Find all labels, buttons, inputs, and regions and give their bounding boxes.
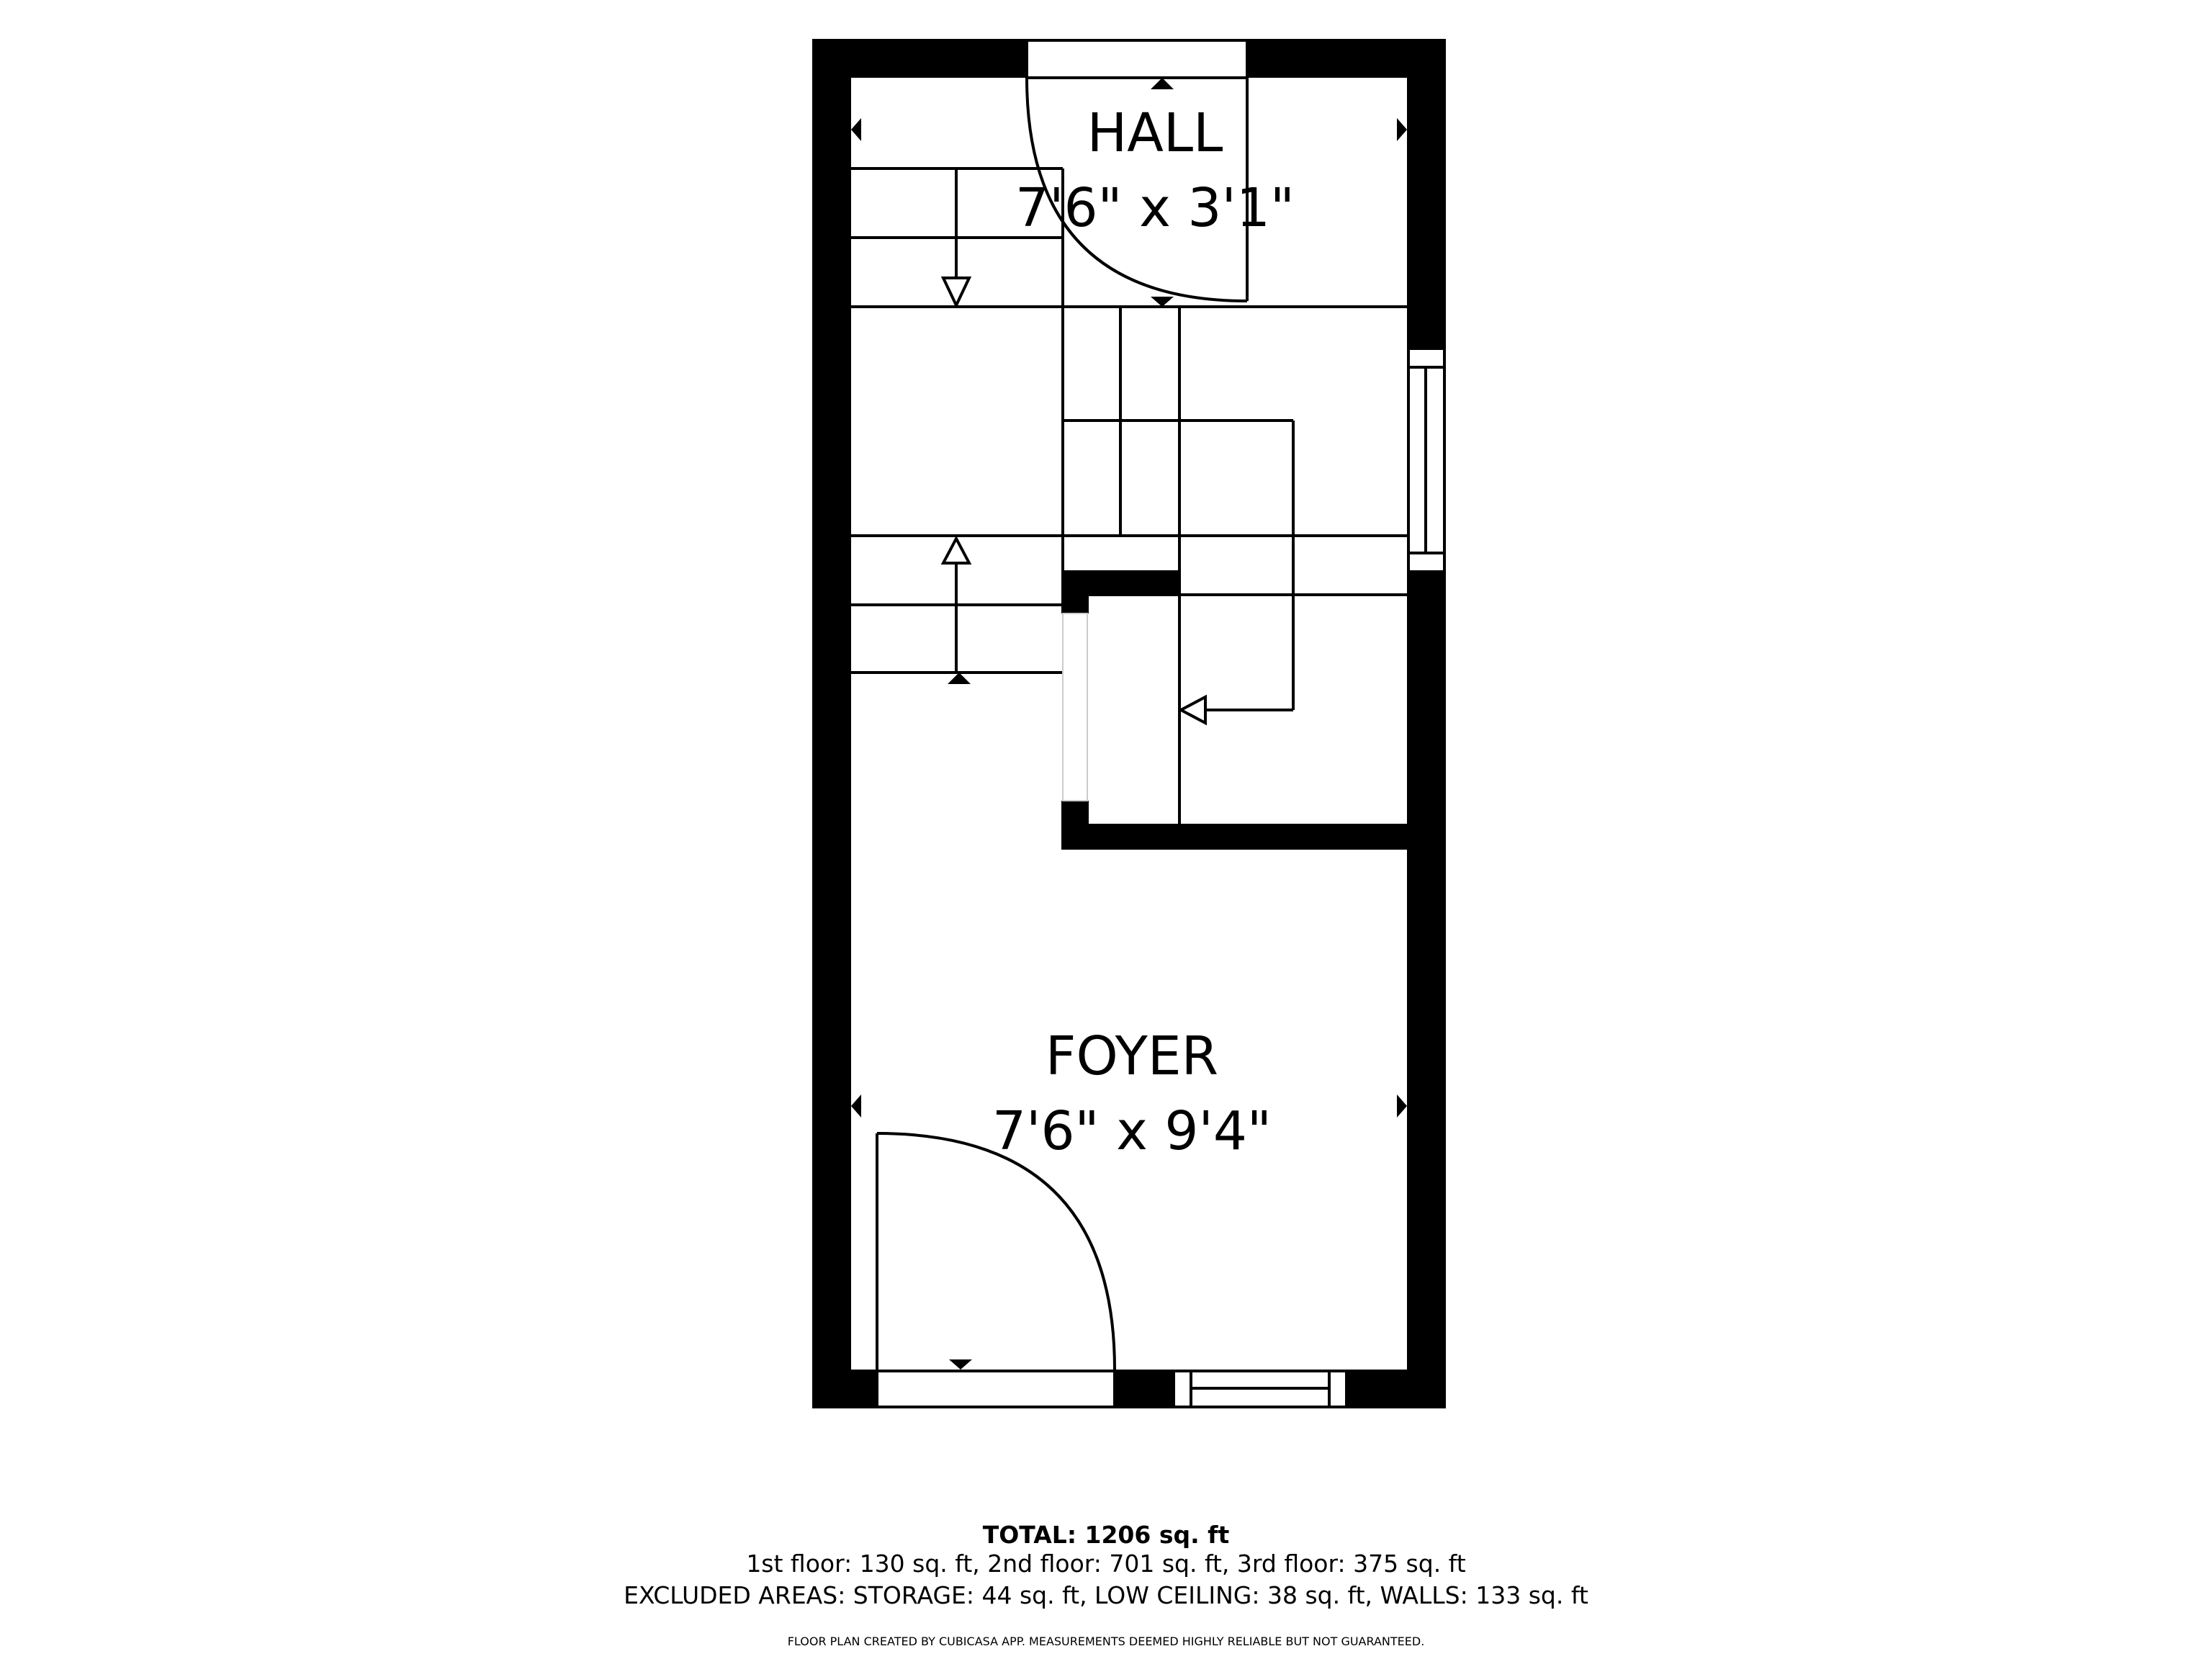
right-window [1407,347,1446,573]
room-name-foyer: FOYER [1046,1025,1218,1087]
excluded-areas: EXCLUDED AREAS: STORAGE: 44 sq. ft, LOW … [624,1581,1588,1609]
bottom-window [1172,1370,1348,1408]
floor-areas: 1st floor: 130 sq. ft, 2nd floor: 701 sq… [746,1550,1466,1578]
disclaimer: FLOOR PLAN CREATED BY CUBICASA APP. MEAS… [787,1635,1425,1648]
total-area: TOTAL: 1206 sq. ft [982,1521,1230,1549]
room-name-hall: HALL [1087,102,1223,164]
closet-opening [1062,613,1088,801]
staircase [851,167,1407,824]
room-dimensions-foyer: 7'6" x 9'4" [992,1100,1272,1162]
room-dimensions-hall: 7'6" x 3'1" [1015,177,1295,239]
hall-door [1025,39,1249,302]
front-door [876,1132,1116,1408]
inner-walls [1061,570,1446,850]
outer-walls [812,39,1446,1408]
dimension-markers [851,78,1407,1370]
